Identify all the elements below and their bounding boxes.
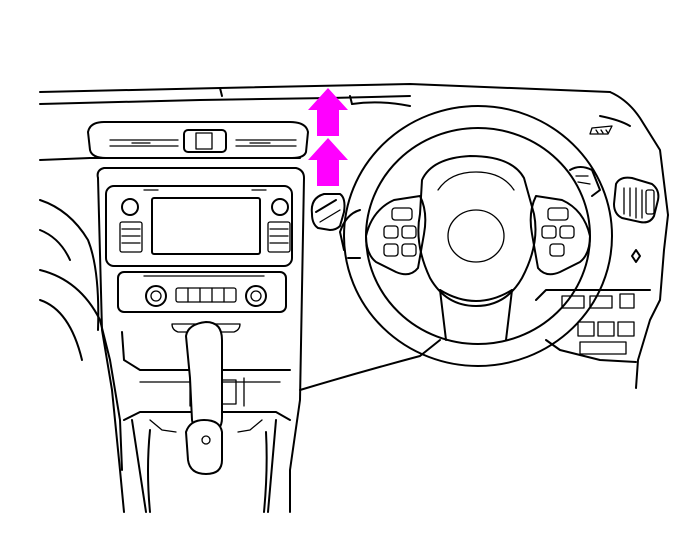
gear-shifter [123, 321, 291, 513]
up-arrow-icon [308, 138, 348, 186]
right-air-vent [569, 166, 660, 224]
left-dash-panel [39, 199, 123, 471]
right-lower-panel [299, 214, 669, 391]
steering-column [339, 209, 361, 259]
centre-air-vent [87, 121, 309, 159]
steering-wheel [343, 105, 613, 367]
direction-arrows [308, 88, 348, 186]
indicator-stalk [310, 193, 346, 231]
up-arrow-icon [308, 88, 348, 136]
dashboard-top-outline [39, 83, 669, 216]
instrument-binnacle [351, 101, 631, 135]
